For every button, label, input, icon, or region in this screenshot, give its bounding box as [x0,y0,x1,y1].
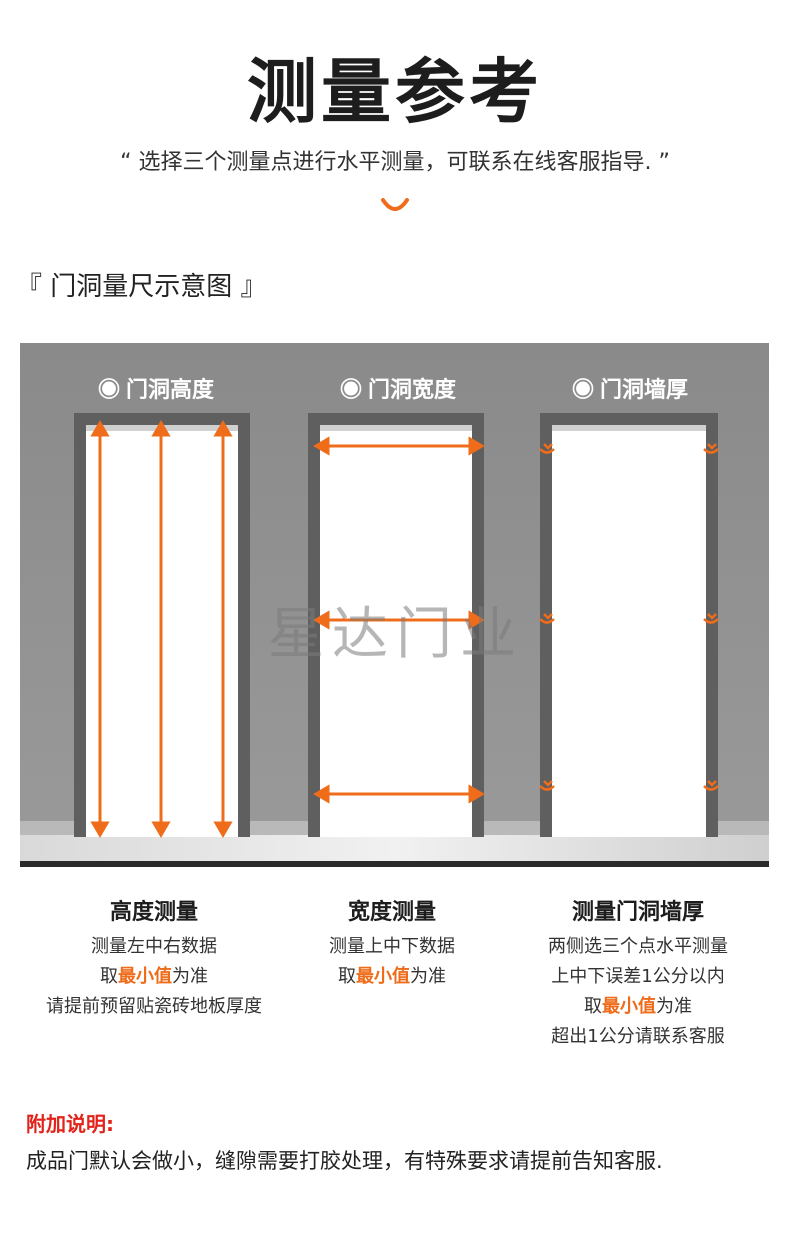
door-width [308,413,484,837]
label-thickness: ◉ 门洞墙厚 [572,377,688,402]
section-heading: 『 门洞量尺示意图 』 [16,272,267,302]
column-line: 超出1公分请联系客服 [551,1026,725,1047]
column-line: 测量上中下数据 [329,936,455,957]
height-arrows [90,420,233,838]
column-lines-height: 测量左中右数据 取最小值为准 请提前预留贴瓷砖地板厚度 [4,932,304,1022]
column-line: 上中下误差1公分以内 [551,966,725,987]
page-subtitle: “ 选择三个测量点进行水平测量，可联系在线客服指导. ” [120,150,670,175]
door-thickness [540,413,718,837]
column-line: 测量左中右数据 [91,936,217,957]
column-lines-width: 测量上中下数据 取最小值为准 [242,932,542,992]
page-title: 测量参考 [247,51,543,133]
note-label: 附加说明: [26,1112,114,1136]
door-opening-diagram: ◉ 门洞高度 ◉ 门洞宽度 ◉ 门洞墙厚 星达门业 [20,343,769,867]
floor [20,835,769,863]
column-title-thickness: 测量门洞墙厚 [571,900,704,925]
smile-decoration-icon [381,198,409,211]
note-text: 成品门默认会做小，缝隙需要打胶处理，有特殊要求请提前告知客服. [26,1149,663,1173]
label-height: ◉ 门洞高度 [98,377,215,402]
column-lines-thickness: 两侧选三个点水平测量 上中下误差1公分以内 取最小值为准 超出1公分请联系客服 [488,932,788,1052]
thickness-markers [539,443,719,791]
column-line: 取最小值为准 [338,966,446,987]
column-title-height: 高度测量 [109,900,198,925]
column-line: 取最小值为准 [100,966,208,987]
label-width: ◉ 门洞宽度 [340,377,457,402]
watermark: 星达门业 [268,602,524,667]
column-line: 取最小值为准 [584,996,692,1017]
column-line: 两侧选三个点水平测量 [548,936,728,957]
column-title-width: 宽度测量 [347,900,436,925]
width-arrows [313,436,485,804]
floor-edge [20,861,769,867]
column-line: 请提前预留贴瓷砖地板厚度 [46,996,262,1017]
